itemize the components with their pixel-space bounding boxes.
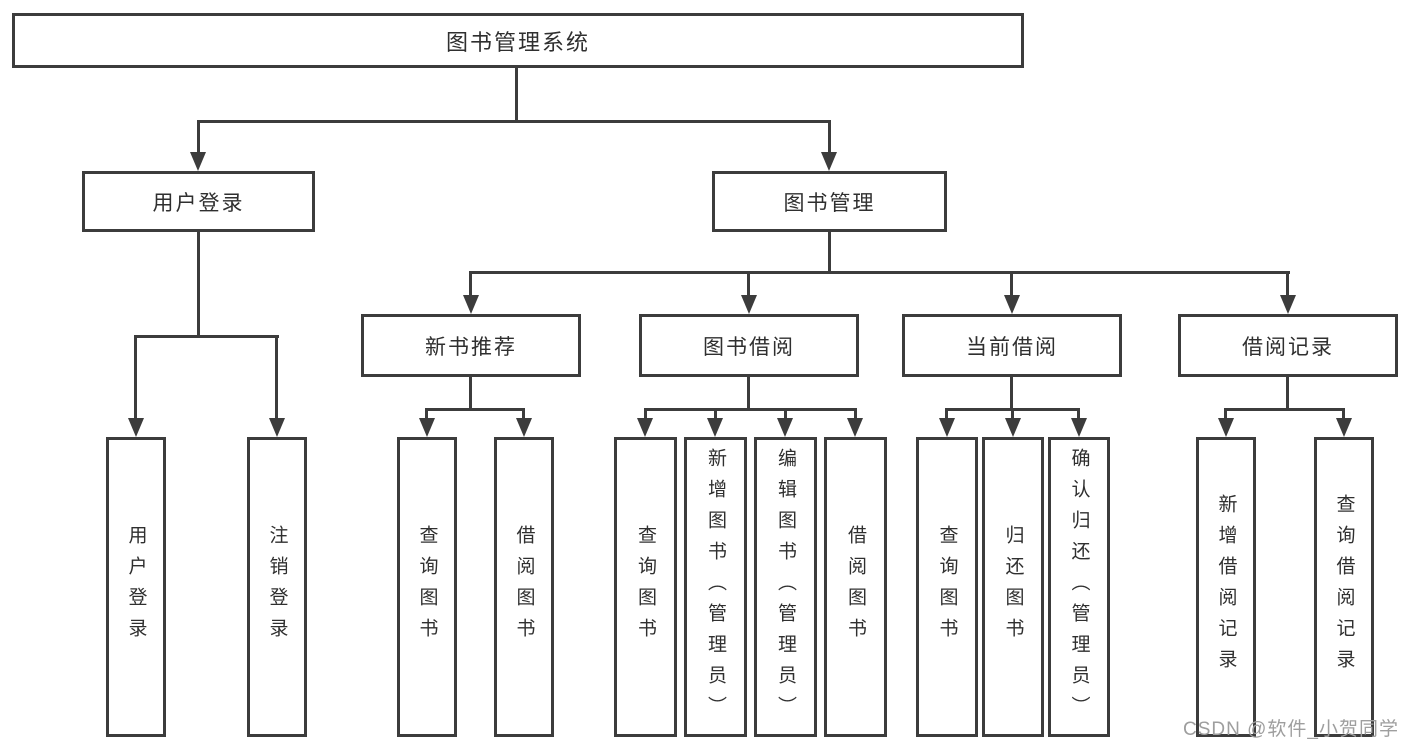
arrow-down-icon [939, 418, 955, 437]
connector-drop [275, 335, 278, 418]
arrow-down-icon [741, 295, 757, 314]
connector-rail [197, 120, 831, 123]
node-label: 图书管理 [783, 191, 876, 215]
arrow-down-icon [847, 418, 863, 437]
arrow-down-icon [637, 418, 653, 437]
connector-drop [134, 335, 137, 418]
node-label: 查询借阅记录 [1333, 494, 1355, 680]
connector-rail [644, 408, 857, 411]
connector-drop [469, 271, 472, 295]
arrow-down-icon [1336, 418, 1352, 437]
connector-stub [515, 68, 518, 120]
node-borrowing-records: 借阅记录 [1178, 314, 1398, 377]
node-user-login: 用户登录 [82, 171, 315, 232]
node-label: 图书借阅 [703, 335, 795, 359]
leaf-borrow-books-recommend: 借阅图书 [494, 437, 554, 737]
leaf-add-book-admin: 新增图书（管理员） [684, 437, 747, 737]
arrow-down-icon [463, 295, 479, 314]
arrow-down-icon [128, 418, 144, 437]
connector-drop [1011, 408, 1014, 418]
node-book-borrowing: 图书借阅 [639, 314, 859, 377]
connector-drop [1224, 408, 1227, 418]
connector-drop [945, 408, 948, 418]
connector-stub [197, 232, 200, 335]
connector-rail [425, 408, 525, 411]
connector-drop [1342, 408, 1345, 418]
node-label: 查询图书 [416, 525, 438, 649]
connector-drop [784, 408, 787, 418]
leaf-query-borrow-record: 查询借阅记录 [1314, 437, 1374, 737]
connector-drop [1077, 408, 1080, 418]
connector-drop [1286, 271, 1289, 295]
connector-drop [522, 408, 525, 418]
connector-drop [1010, 271, 1013, 295]
arrow-down-icon [707, 418, 723, 437]
node-label: 查询图书 [635, 525, 656, 649]
arrow-down-icon [190, 152, 206, 171]
connector-drop [854, 408, 857, 418]
arrow-down-icon [269, 418, 285, 437]
node-label: 借阅记录 [1242, 335, 1334, 359]
leaf-edit-book-admin: 编辑图书（管理员） [754, 437, 817, 737]
connector-drop [828, 120, 831, 152]
node-label: 注销登录 [266, 525, 288, 649]
leaf-borrow-books: 借阅图书 [824, 437, 887, 737]
node-label: 图书管理系统 [445, 29, 590, 55]
node-new-book-recommend: 新书推荐 [361, 314, 581, 377]
node-label: 用户登录 [125, 525, 147, 649]
leaf-query-books-current: 查询图书 [916, 437, 978, 737]
connector-drop [425, 408, 428, 418]
leaf-add-borrow-record: 新增借阅记录 [1196, 437, 1256, 737]
connector-stub [1010, 377, 1013, 408]
connector-stub [469, 377, 472, 408]
arrow-down-icon [1071, 418, 1087, 437]
arrow-down-icon [516, 418, 532, 437]
node-book-management: 图书管理 [712, 171, 947, 232]
node-label: 新增借阅记录 [1215, 494, 1237, 680]
node-library-system: 图书管理系统 [12, 13, 1024, 68]
connector-stub [747, 377, 750, 408]
node-label: 确认归还（管理员） [1068, 447, 1090, 727]
connector-rail [469, 271, 1290, 274]
node-label: 借阅图书 [845, 525, 866, 649]
arrow-down-icon [1005, 418, 1021, 437]
node-label: 编辑图书（管理员） [775, 447, 796, 727]
leaf-return-books: 归还图书 [982, 437, 1044, 737]
arrow-down-icon [1218, 418, 1234, 437]
node-current-borrowing: 当前借阅 [902, 314, 1122, 377]
connector-rail [1224, 408, 1345, 411]
arrow-down-icon [777, 418, 793, 437]
node-label: 归还图书 [1002, 525, 1024, 649]
arrow-down-icon [1280, 295, 1296, 314]
node-label: 当前借阅 [966, 335, 1058, 359]
node-label: 新书推荐 [425, 335, 517, 359]
connector-rail [134, 335, 279, 338]
node-label: 用户登录 [152, 191, 245, 215]
connector-stub [1286, 377, 1289, 408]
leaf-query-books-borrow: 查询图书 [614, 437, 677, 737]
connector-drop [197, 120, 200, 152]
connector-drop [714, 408, 717, 418]
leaf-logout: 注销登录 [247, 437, 307, 737]
leaf-confirm-return-admin: 确认归还（管理员） [1048, 437, 1110, 737]
node-label: 借阅图书 [513, 525, 535, 649]
node-label: 新增图书（管理员） [705, 447, 726, 727]
arrow-down-icon [419, 418, 435, 437]
csdn-watermark: CSDN @软件_小贺同学 [1183, 719, 1399, 740]
leaf-query-books-recommend: 查询图书 [397, 437, 457, 737]
leaf-user-login: 用户登录 [106, 437, 166, 737]
connector-drop [644, 408, 647, 418]
arrow-down-icon [821, 152, 837, 171]
arrow-down-icon [1004, 295, 1020, 314]
connector-drop [747, 271, 750, 295]
connector-stub [828, 232, 831, 271]
node-label: 查询图书 [936, 525, 958, 649]
